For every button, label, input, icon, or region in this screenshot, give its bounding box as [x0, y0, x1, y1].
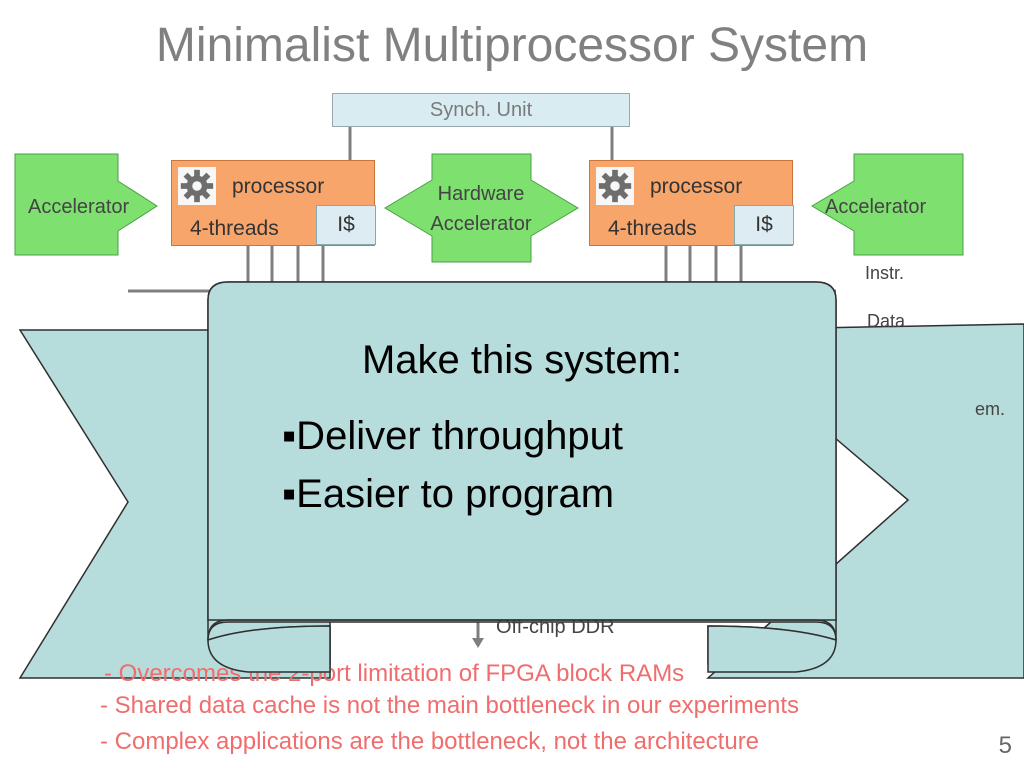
slide-title: Minimalist Multiprocessor System	[155, 19, 869, 72]
mem-label: em.	[975, 399, 1006, 419]
note-2: - Shared data cache is not the main bott…	[100, 692, 800, 719]
accelerator-right-shape	[811, 153, 964, 256]
gear-icon	[178, 167, 216, 205]
processor-label: processor	[232, 175, 325, 198]
hardware-accelerator-label-1: Hardware	[437, 183, 525, 205]
off-chip-ddr-label: Off-chip DDR	[496, 616, 615, 638]
hardware-accelerator-label-2: Accelerator	[430, 213, 532, 235]
instruction-cache: I$	[734, 205, 794, 245]
banner-bullet-1: ▪Deliver throughput	[282, 414, 624, 458]
processor-1: processor 4-threads I$	[171, 160, 376, 246]
instr-bus-label: Instr.	[865, 263, 905, 283]
gear-icon	[596, 167, 634, 205]
banner-heading: Make this system:	[361, 338, 683, 382]
accelerator-right-label: Accelerator	[825, 196, 927, 218]
banner-bullet-2: ▪Easier to program	[282, 472, 615, 516]
threads-label: 4-threads	[608, 217, 697, 240]
hardware-accelerator-shape	[384, 153, 579, 263]
page-number: 5	[998, 732, 1012, 759]
threads-label: 4-threads	[190, 217, 279, 240]
ribbon-right-tail	[706, 323, 1024, 679]
accelerator-left-shape	[14, 153, 158, 256]
note-1: - Overcomes the 2-port limitation of FPG…	[104, 660, 685, 687]
ddr-arrowhead	[472, 638, 484, 648]
ribbon-right-curl	[707, 625, 837, 673]
ribbon-left-curl	[207, 625, 331, 673]
data-bus-label: Data	[867, 311, 906, 331]
instruction-cache: I$	[316, 205, 376, 245]
processor-label: processor	[650, 175, 743, 198]
processor-2: processor 4-threads I$	[589, 160, 794, 246]
accelerator-left-label: Accelerator	[28, 196, 130, 218]
note-3: - Complex applications are the bottlenec…	[100, 728, 760, 755]
synch-unit: Synch. Unit	[332, 93, 630, 127]
